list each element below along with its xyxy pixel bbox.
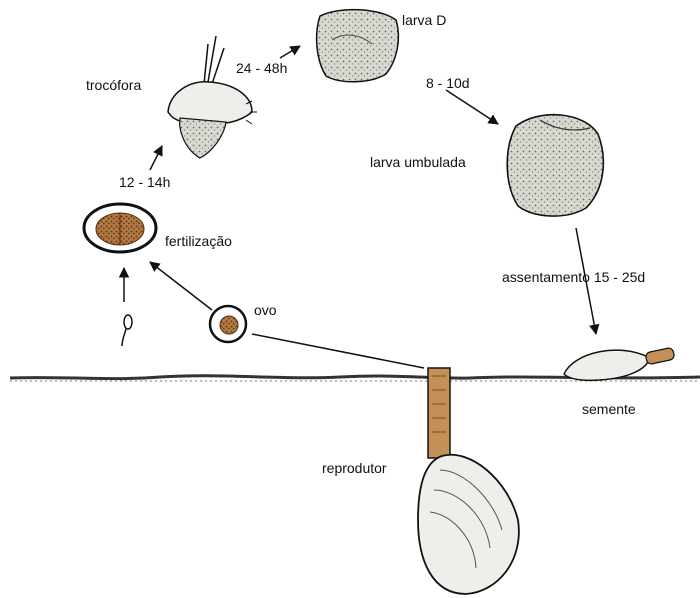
label-semente: semente — [582, 401, 636, 417]
label-assentamento: assentamento 15 - 25d — [502, 269, 645, 285]
label-larva-d: larva D — [402, 12, 446, 28]
umbo-larva-illustration — [507, 115, 603, 216]
arrow-ovo-to-fertilizacao — [150, 262, 212, 310]
arrow-fertilizacao-to-trocofora — [150, 146, 162, 170]
arrow-larva-d-to-umbulada — [446, 90, 498, 124]
label-24-48h: 24 - 48h — [236, 60, 287, 76]
label-8-10d: 8 - 10d — [426, 75, 470, 91]
sperm-illustration — [122, 315, 132, 346]
trochophore-larva-illustration — [168, 36, 257, 158]
line-reprodutor-to-ovo — [252, 334, 424, 368]
label-reprodutor: reprodutor — [322, 460, 387, 476]
label-fertilizacao: fertilização — [165, 233, 232, 249]
label-12-14h: 12 - 14h — [119, 174, 170, 190]
seed-clam-illustration — [564, 347, 675, 380]
arrow-trocofora-to-larva-d — [280, 46, 300, 58]
label-larva-umbulada: larva umbulada — [370, 154, 466, 170]
label-ovo: ovo — [254, 302, 277, 318]
egg-illustration — [210, 306, 246, 342]
fertilized-egg-illustration — [84, 204, 156, 252]
adult-clam-illustration — [418, 368, 519, 594]
larva-d-illustration — [317, 10, 399, 82]
label-trocofora: trocófora — [86, 77, 141, 93]
